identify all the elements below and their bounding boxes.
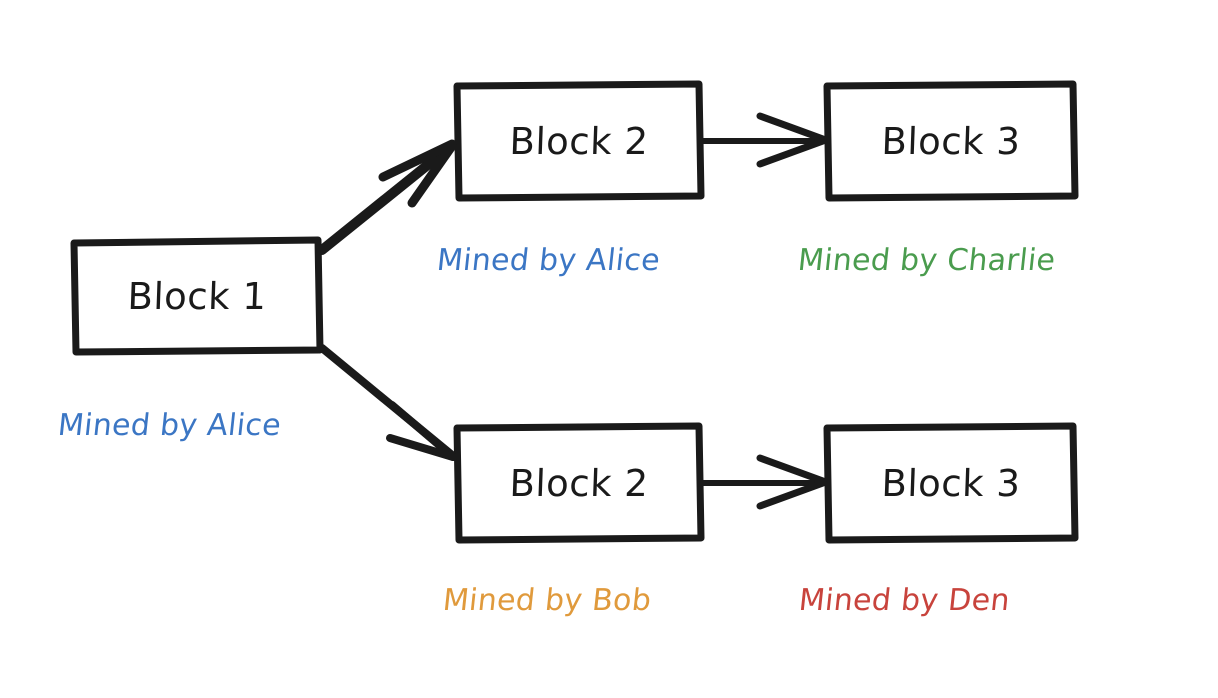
arrow-block1-to-block2-bottom <box>318 344 457 461</box>
arrow-block2-bottom-to-block3-bottom <box>700 454 827 510</box>
miner-label-block-2-top: Mined by Alice <box>435 243 662 278</box>
block-2-bottom-shape <box>453 422 705 544</box>
miner-label-block-3-top: Mined by Charlie <box>796 243 1058 278</box>
block-3-top-shape <box>823 80 1079 202</box>
miner-label-block-1: Mined by Alice <box>56 408 283 443</box>
block-2-top-shape <box>453 80 705 202</box>
arrow-block2-top-to-block3-top <box>700 112 827 168</box>
miner-label-block-3-bottom: Mined by Den <box>797 583 1012 618</box>
block-1-shape <box>70 236 324 356</box>
miner-label-block-2-bottom: Mined by Bob <box>441 583 654 618</box>
arrow-block1-to-block2-top <box>317 139 457 255</box>
block-3-bottom-shape <box>823 422 1079 544</box>
